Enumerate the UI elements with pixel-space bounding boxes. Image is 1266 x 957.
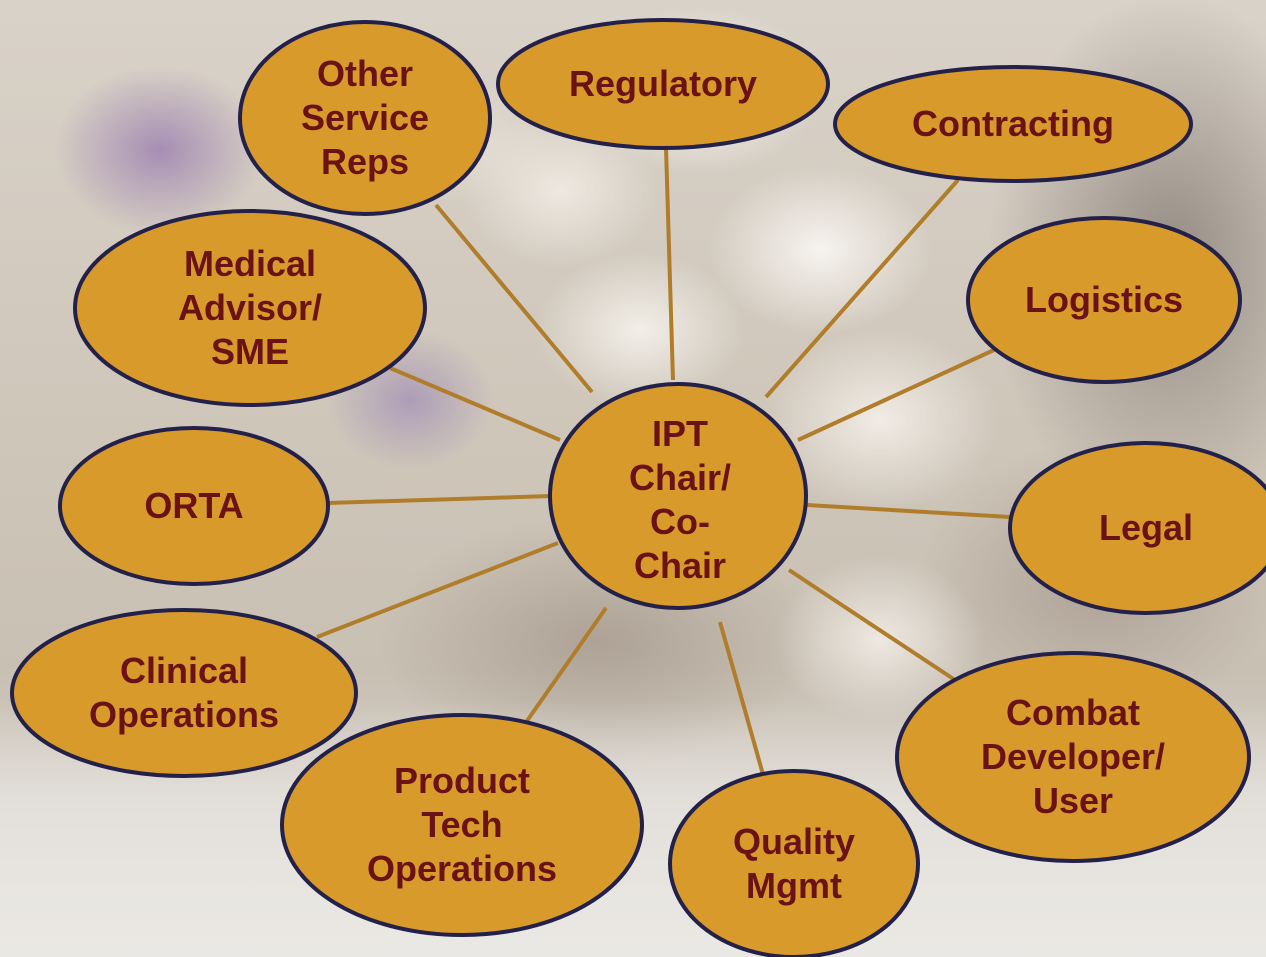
node-orta [58,426,330,586]
node-shapes [10,18,1266,957]
edge-product-tech-operations [520,606,608,730]
edge-combat-developer-user [787,568,957,682]
edge-quality-mgmt [718,621,766,779]
node-quality-mgmt [668,769,920,957]
edge-contracting [764,178,960,399]
node-label-combat-developer-user: Combat Developer/ User [980,692,1166,821]
node-medical-advisor-sme [73,209,427,407]
node-label-product-tech-operations: Product Tech Operations [366,760,558,889]
node-label-medical-advisor-sme: Medical Advisor/ SME [177,243,323,372]
edge-medical-advisor-sme [389,366,561,442]
node-other-service-reps [238,20,492,216]
edge-legal [806,503,1011,519]
node-label-logistics: Logistics [1024,279,1184,320]
node-combat-developer-user [895,651,1251,863]
node-label-contracting: Contracting [912,103,1114,144]
node-label-regulatory: Regulatory [568,63,758,104]
edge-orta [327,494,552,505]
edge-regulatory [664,147,675,381]
node-legal [1008,441,1266,615]
connector-lines [316,147,1011,779]
node-label-legal: Legal [1098,507,1194,548]
center-node-label: IPT Chair/ Co- Chair [628,413,732,586]
node-logistics [966,216,1242,384]
node-label-orta: ORTA [144,485,244,526]
node-regulatory [496,18,830,150]
node-label-clinical-operations: Clinical Operations [88,650,280,735]
node-label-other-service-reps: Other Service Reps [300,53,430,182]
node-product-tech-operations [280,713,644,937]
edge-logistics [797,348,995,442]
node-label-quality-mgmt: Quality Mgmt [732,821,856,906]
node-center [548,382,808,610]
edge-clinical-operations [316,541,559,639]
node-clinical-operations [10,608,358,778]
edge-other-service-reps [434,203,594,394]
node-contracting [833,65,1193,183]
